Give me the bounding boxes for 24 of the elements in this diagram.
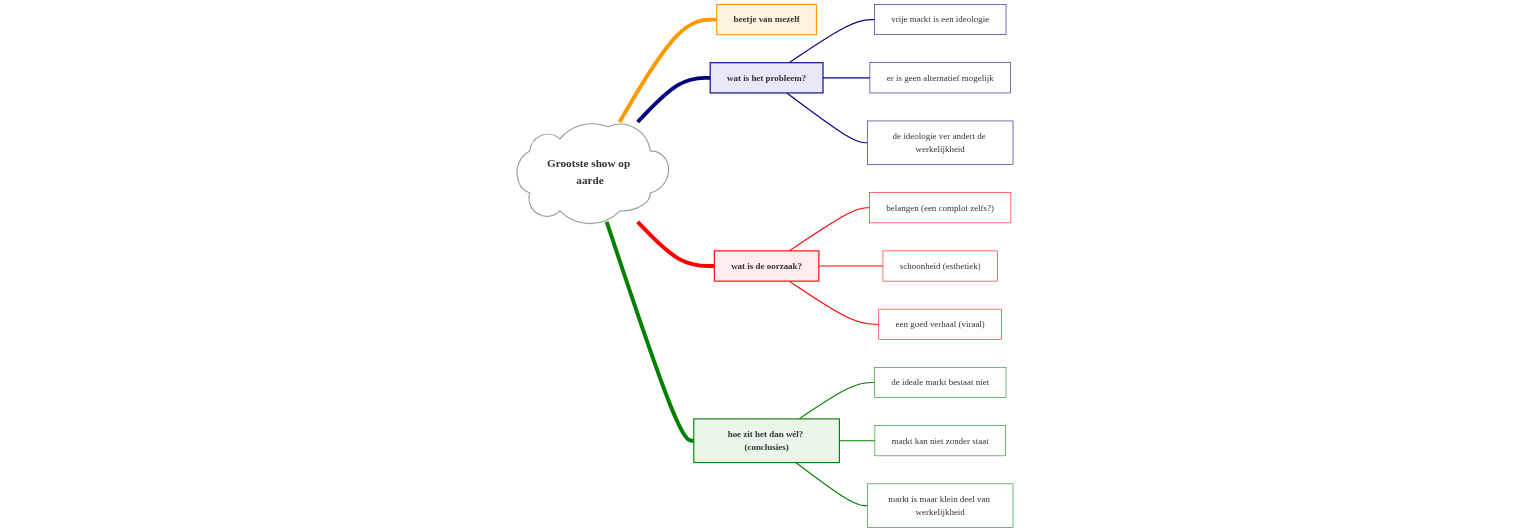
node-box: wat is het probleem? [709, 62, 824, 94]
connector [788, 19, 875, 64]
node-box: er is geen alternatief mogelijk [869, 62, 1011, 94]
connector [798, 381, 875, 420]
node-box: schoonheid (esthetiek) [882, 250, 998, 282]
node-box: belangen (een complot zelfs?) [869, 192, 1012, 224]
connector [788, 207, 871, 252]
node-box: hoe zit het dan wél? (conclusies) [693, 418, 840, 464]
connector [617, 17, 717, 123]
node-box: wat is de oorzaak? [713, 250, 820, 282]
connector [795, 462, 868, 507]
node-box: de ideologie ver andert de werkelijkheid [867, 120, 1014, 165]
connector [636, 220, 715, 268]
connector [818, 265, 884, 267]
connector [636, 75, 711, 124]
node-box: markt kan niet zonder staat [874, 425, 1006, 457]
node-box: markt is maar klein deel van werkelijkheid [867, 483, 1014, 528]
node-box: de ideale markt bestaat niet [874, 367, 1007, 398]
connector [788, 280, 880, 325]
node-box: beetje van mezelf [716, 3, 818, 36]
node-box: een goed verhaal (viraal) [878, 308, 1002, 340]
connector [604, 221, 694, 443]
node-box: vrije markt is een ideologie [874, 4, 1007, 35]
connector [786, 92, 868, 144]
